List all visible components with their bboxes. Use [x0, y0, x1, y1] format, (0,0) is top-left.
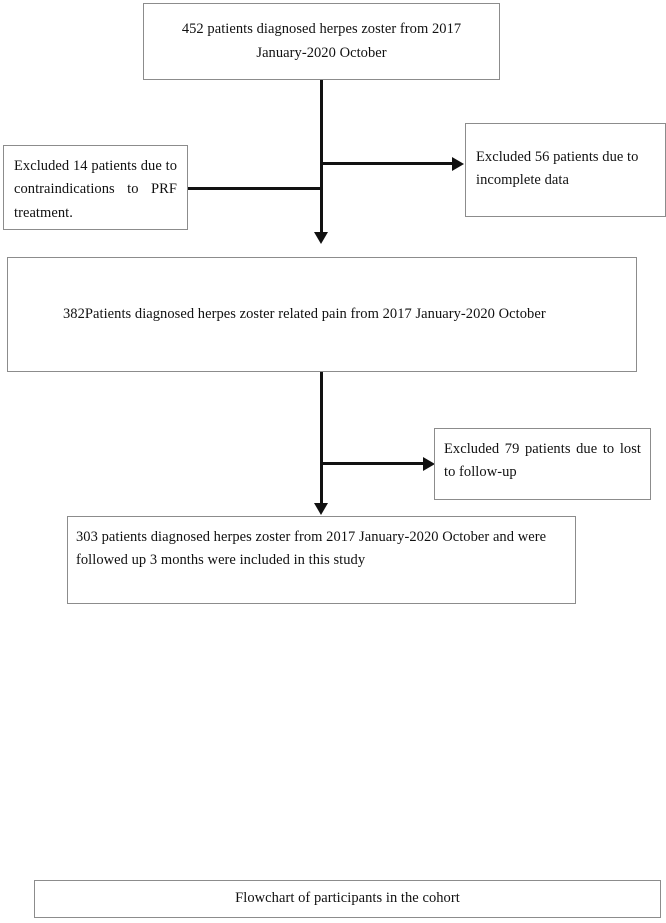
node-included-cohort: 303 patients diagnosed herpes zoster fro…: [67, 516, 576, 604]
node-excluded-lost-followup: Excluded 79 patients due to lost to foll…: [434, 428, 651, 500]
arrowhead-top-to-middle-icon: [314, 232, 328, 244]
figure-caption-label: Flowchart of participants in the cohort: [235, 890, 460, 907]
node-excluded-contraindications-label: Excluded 14 patients due to contraindica…: [14, 158, 177, 221]
node-eligible-cohort-label: 382Patients diagnosed herpes zoster rela…: [63, 305, 546, 322]
figure-caption: Flowchart of participants in the cohort: [34, 880, 661, 918]
arrowhead-middle-to-final-icon: [314, 503, 328, 515]
connector-to-excluded-incomplete: [322, 162, 454, 165]
node-total-screened: 452 patients diagnosed herpes zoster fro…: [143, 3, 500, 80]
node-eligible-cohort: 382Patients diagnosed herpes zoster rela…: [7, 257, 637, 372]
node-excluded-contraindications: Excluded 14 patients due to contraindica…: [3, 145, 188, 230]
arrowhead-to-excluded-lost-followup-icon: [423, 457, 435, 471]
connector-to-excluded-contraindications: [187, 187, 323, 190]
node-excluded-incomplete-data-label: Excluded 56 patients due to incomplete d…: [476, 149, 639, 189]
node-excluded-incomplete-data: Excluded 56 patients due to incomplete d…: [465, 123, 666, 217]
connector-to-excluded-lost-followup: [322, 462, 425, 465]
arrowhead-to-excluded-incomplete-icon: [452, 157, 464, 171]
node-excluded-lost-followup-label: Excluded 79 patients due to lost to foll…: [444, 441, 641, 481]
node-included-cohort-label: 303 patients diagnosed herpes zoster fro…: [76, 529, 547, 569]
node-total-screened-label: 452 patients diagnosed herpes zoster fro…: [181, 21, 462, 61]
connector-middle-to-final: [320, 372, 323, 503]
connector-top-to-middle: [320, 80, 323, 232]
